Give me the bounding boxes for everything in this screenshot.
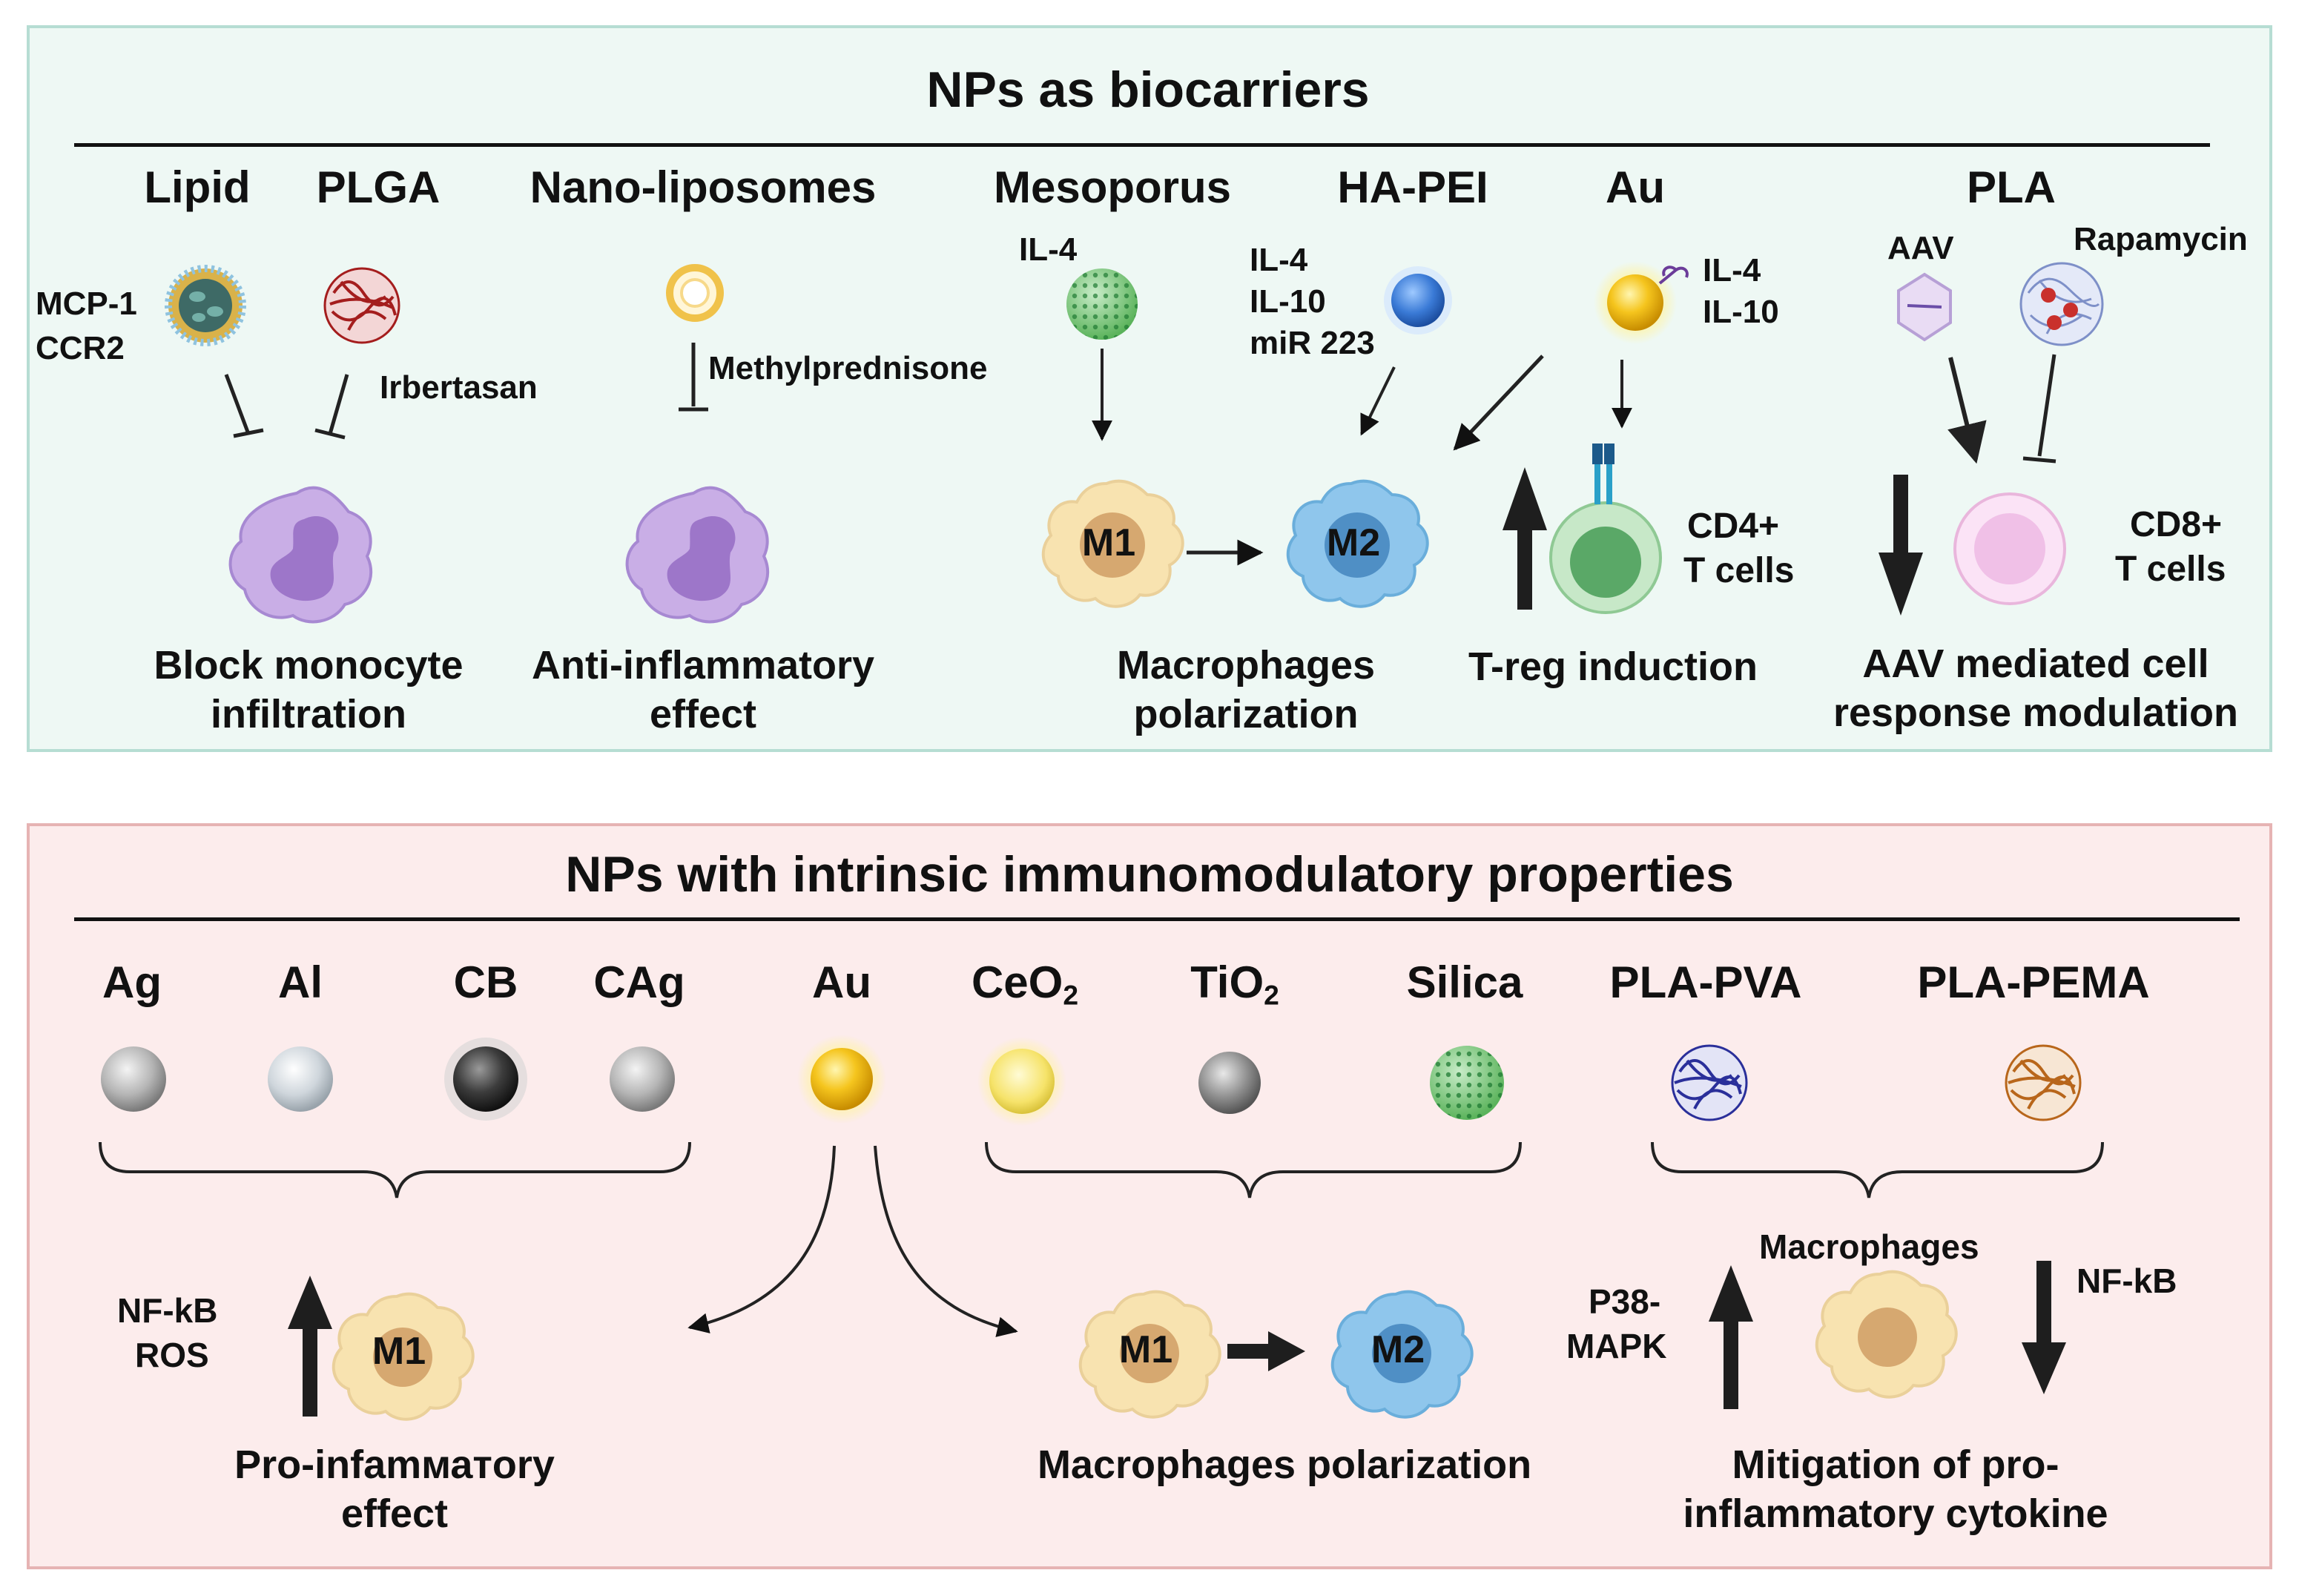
caption-aav-2: response modulation — [1833, 690, 2239, 735]
caption-anti-1: Anti-inflammatory — [531, 643, 875, 687]
material-au: Au — [812, 957, 871, 1007]
caption-macro-pol: Macrophages polarization — [1037, 1442, 1532, 1487]
carrier-ha-pei: HA-PEI — [1337, 162, 1488, 212]
label-m1-bottom-left: M1 — [372, 1330, 426, 1373]
material-ag: Ag — [102, 957, 162, 1007]
label-au-il4: IL-4 — [1703, 252, 1761, 288]
label-cd4-2: T cells — [1683, 551, 1795, 590]
label-cd8-1: CD8+ — [2130, 505, 2223, 544]
caption-block-2: infiltration — [211, 692, 406, 736]
material-tio2: TiO2 — [1190, 957, 1279, 1011]
caption-pro-1: Pro-infamматory — [234, 1442, 555, 1487]
caption-mit-2: inflammatory cytokine — [1683, 1491, 2108, 1536]
label-irbertasan: Irbertasan — [380, 369, 538, 406]
caption-anti-2: effect — [649, 692, 757, 736]
label-p38-1: P38- — [1589, 1282, 1661, 1321]
label-nfkb-left: NF-kB — [117, 1291, 218, 1330]
carrier-lipid: Lipid — [144, 162, 251, 212]
caption-macro-1: Macrophages — [1116, 643, 1376, 687]
label-m1-bottom-mid: M1 — [1118, 1328, 1173, 1371]
label-cd4-1: CD4+ — [1687, 507, 1780, 546]
label-aav: AAV — [1887, 230, 1954, 266]
label-hapei-mir223: miR 223 — [1250, 325, 1375, 361]
material-pla-pva: PLA-PVA — [1609, 957, 1802, 1007]
label-nfkb-right: NF-kB — [2077, 1262, 2177, 1300]
label-ccr2: CCR2 — [36, 330, 125, 366]
material-al: Al — [278, 957, 323, 1007]
caption-treg: T-reg induction — [1468, 644, 1758, 689]
material-silica: Silica — [1406, 957, 1523, 1007]
caption-aav-1: AAV mediated cell — [1862, 642, 2209, 686]
label-m2-bottom: M2 — [1371, 1328, 1425, 1371]
bottom-panel-title: NPs with intrinsic immunomodulatory prop… — [565, 846, 1734, 903]
label-hapei-il4: IL-4 — [1250, 242, 1308, 278]
material-pla-pema: PLA-PEMA — [1917, 957, 2150, 1007]
label-m1-top: M1 — [1081, 521, 1136, 564]
caption-block-1: Block monocyte — [154, 643, 464, 687]
carrier-nano-liposomes: Nano-liposomes — [530, 162, 877, 212]
label-au-il10: IL-10 — [1703, 294, 1779, 330]
caption-macro-2: polarization — [1133, 692, 1359, 736]
caption-pro-2: effect — [340, 1491, 449, 1536]
carrier-pla: PLA — [1967, 162, 2056, 212]
label-hapei-il10: IL-10 — [1250, 283, 1326, 320]
material-cb: CB — [453, 957, 518, 1007]
label-p38-2: MAPK — [1566, 1327, 1667, 1365]
caption-mit-1: Mitigation of pro- — [1732, 1442, 2059, 1487]
carrier-mesoporus: Mesoporus — [993, 162, 1232, 212]
carrier-plga: PLGA — [316, 162, 441, 212]
carrier-au: Au — [1606, 162, 1665, 212]
top-panel-title: NPs as biocarriers — [926, 62, 1370, 118]
label-ros: ROS — [135, 1336, 209, 1374]
material-ceo2: CeO2 — [971, 957, 1079, 1011]
label-cd8-2: T cells — [2115, 550, 2226, 589]
label-rapamycin: Rapamycin — [2074, 221, 2248, 257]
label-methylprednisone: Methylprednisone — [708, 350, 988, 386]
label-macrophages: Macrophages — [1759, 1227, 1979, 1266]
label-m2-top: M2 — [1326, 521, 1381, 564]
material-cag: CAg — [593, 957, 685, 1007]
label-il4-mesoporus: IL-4 — [1019, 231, 1078, 268]
label-mcp1: MCP-1 — [36, 286, 137, 322]
